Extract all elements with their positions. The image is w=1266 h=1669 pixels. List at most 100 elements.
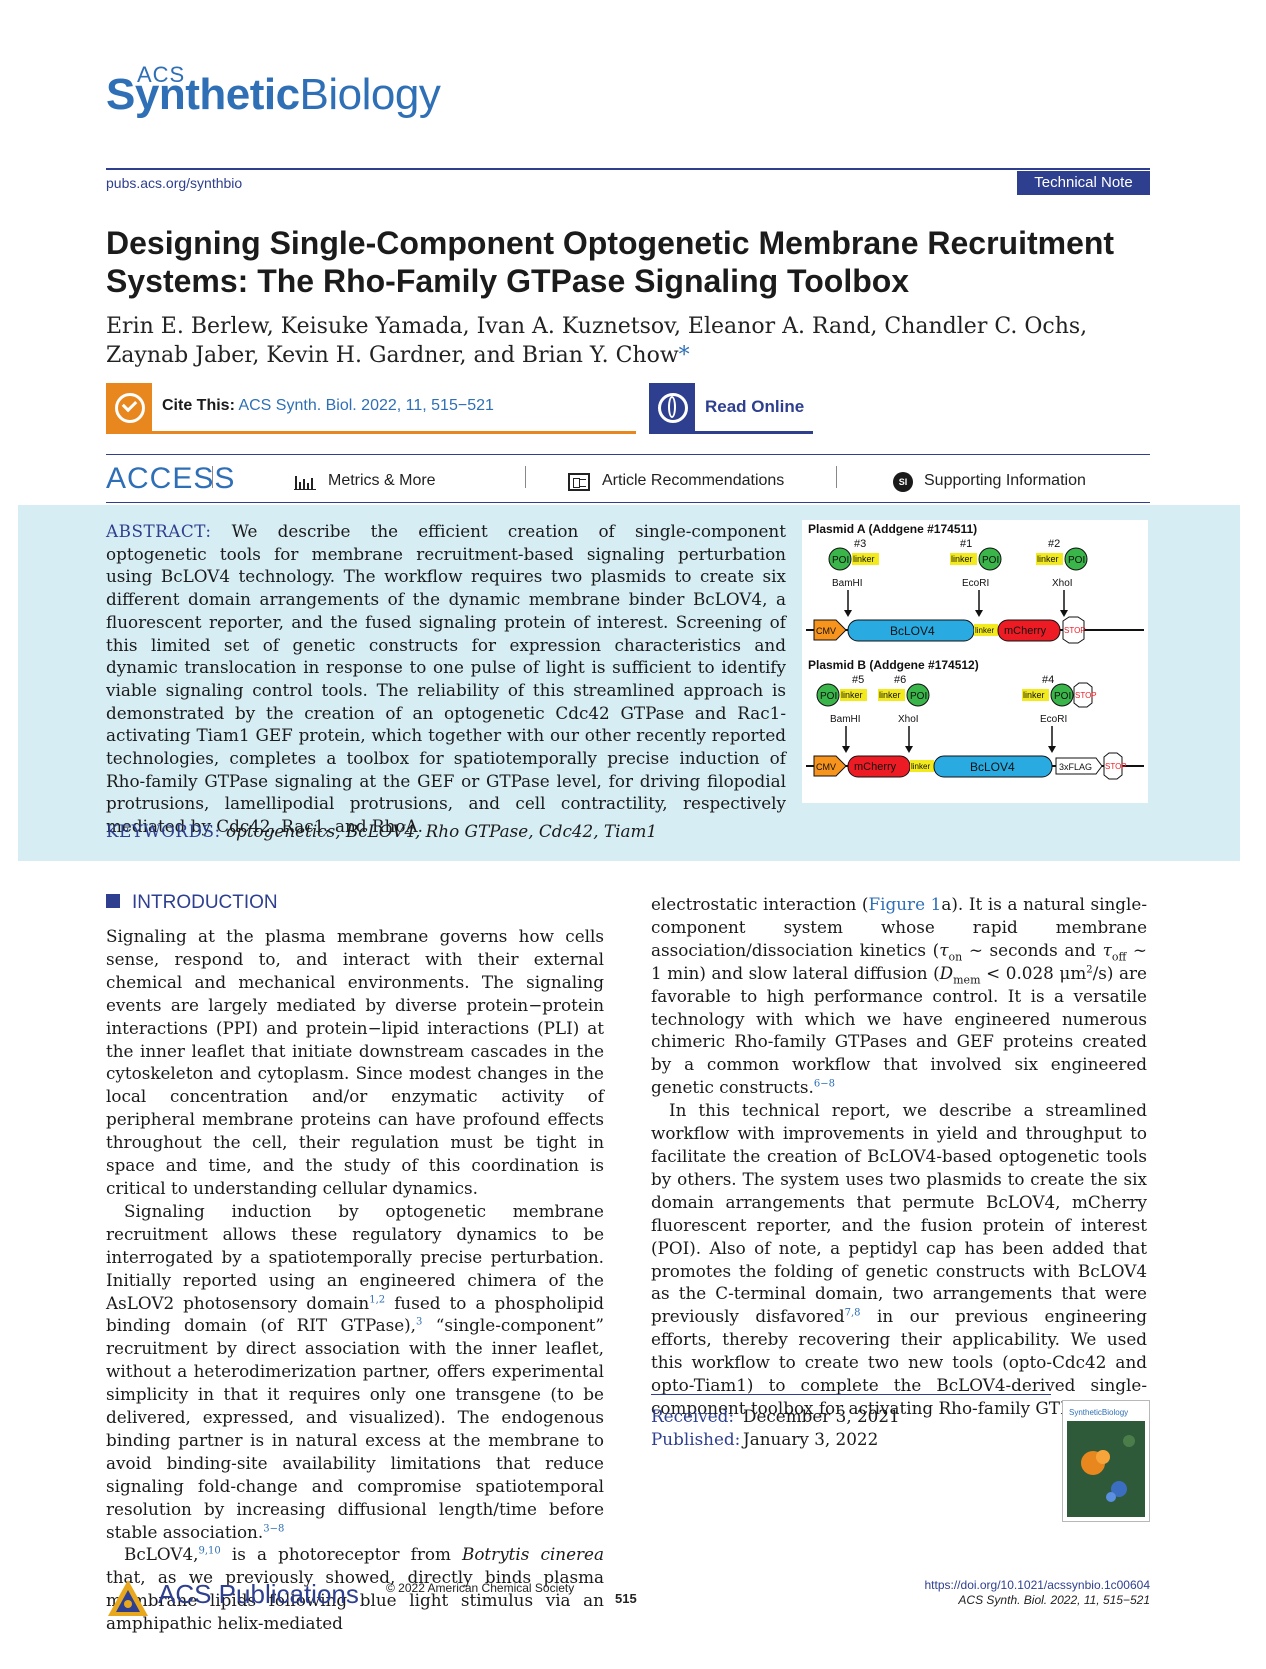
article-recommendations-link[interactable]: Article Recommendations bbox=[602, 472, 785, 489]
linker-tag bbox=[974, 624, 998, 636]
journal-cover-thumbnail[interactable]: SyntheticBiology bbox=[1062, 1400, 1150, 1522]
stop-text: STOP bbox=[1064, 626, 1086, 635]
body-column-left: Signaling at the plasma membrane governs… bbox=[106, 925, 604, 1635]
access-bar-top-rule bbox=[106, 454, 1150, 455]
r2-text-a: In this technical report, we describe a … bbox=[651, 1100, 1147, 1327]
bar-chart-icon bbox=[294, 476, 316, 490]
supporting-information-link[interactable]: Supporting Information bbox=[924, 472, 1086, 489]
introduction-heading: INTRODUCTION bbox=[106, 892, 278, 914]
supporting-info-icon: SI bbox=[893, 472, 913, 492]
check-badge-icon bbox=[106, 383, 152, 431]
citation-ref[interactable]: 7,8 bbox=[844, 1307, 861, 1319]
flag-tag bbox=[1055, 757, 1103, 775]
r1-text-b: a). It is a natural single-component sys… bbox=[651, 894, 1147, 960]
right-paragraph-1: electrostatic interaction (Figure 1a). I… bbox=[651, 893, 1147, 1099]
journal-url-link[interactable]: pubs.acs.org/synthbio bbox=[106, 175, 243, 191]
citation-ref[interactable]: 9,10 bbox=[198, 1545, 221, 1557]
linker-text: linker bbox=[841, 690, 863, 700]
p3-text-a: BcLOV4, bbox=[124, 1544, 199, 1565]
access-bar-bottom-rule bbox=[106, 502, 1150, 503]
section-square-icon bbox=[106, 894, 120, 908]
authors-text[interactable]: Erin E. Berlew, Keisuke Yamada, Ivan A. … bbox=[106, 314, 1088, 368]
cite-this-box[interactable]: Cite This: ACS Synth. Biol. 2022, 11, 51… bbox=[106, 383, 636, 434]
keywords: KEYWORDS: optogenetics, BcLOV4, Rho GTPa… bbox=[106, 821, 806, 841]
corresponding-author-mark[interactable]: * bbox=[678, 343, 690, 368]
abstract-body: We describe the efficient creation of si… bbox=[106, 521, 786, 837]
poi-text: POI bbox=[982, 555, 999, 566]
received-date: December 3, 2021 bbox=[743, 1406, 900, 1426]
citation-ref[interactable]: 1,2 bbox=[369, 1293, 386, 1305]
mcherry-domain bbox=[997, 619, 1061, 642]
stop-codon bbox=[1103, 752, 1123, 780]
r2-text-b: in our previous engineering efforts, the… bbox=[651, 1306, 1148, 1418]
intro-paragraph-1: Signaling at the plasma membrane governs… bbox=[106, 926, 604, 1198]
poi-circle bbox=[978, 547, 1002, 571]
dates-rule bbox=[651, 1394, 1051, 1395]
slot-2-label: #2 bbox=[1048, 538, 1060, 550]
read-online-label: Read Online bbox=[705, 397, 805, 416]
figure-link[interactable]: Figure 1 bbox=[868, 894, 942, 914]
globe-icon bbox=[649, 383, 695, 431]
linker-text: linker bbox=[975, 626, 994, 635]
linker-text: linker bbox=[1023, 690, 1045, 700]
read-online-button[interactable]: Read Online bbox=[649, 383, 813, 434]
slot-3-label: #3 bbox=[854, 538, 866, 550]
poi-circle bbox=[1064, 547, 1088, 571]
slot-1-label: #1 bbox=[960, 538, 972, 550]
bamhi-site-label: BamHI bbox=[832, 578, 863, 589]
cite-reference[interactable]: ACS Synth. Biol. 2022, 11, 515−521 bbox=[238, 397, 494, 414]
r1-text-c: ∼ seconds and bbox=[962, 939, 1103, 960]
tau-symbol: τ bbox=[1102, 939, 1112, 960]
slot-6-label: #6 bbox=[894, 674, 906, 686]
subscript-off: off bbox=[1111, 950, 1127, 964]
journal-logo-acs: ACS bbox=[137, 62, 186, 87]
p2-text-b: fused to a phospholipid binding domain (… bbox=[106, 1292, 605, 1336]
stop-text: STOP bbox=[1105, 762, 1127, 771]
journal-logo-biology: Biology bbox=[299, 70, 441, 119]
abstract-label: ABSTRACT: bbox=[106, 521, 212, 541]
citation-ref[interactable]: 3−8 bbox=[263, 1522, 285, 1534]
linker-tag bbox=[878, 689, 905, 701]
toc-graphic[interactable]: Plasmid A (Addgene #174511) #3 POI linke… bbox=[802, 520, 1148, 803]
p3-text-b: is a photoreceptor from bbox=[220, 1544, 462, 1565]
stop-codon bbox=[1073, 682, 1093, 708]
doi-link[interactable]: https://doi.org/10.1021/acssynbio.1c0060… bbox=[924, 1578, 1151, 1592]
citation-ref[interactable]: 3 bbox=[416, 1316, 423, 1328]
poi-text: POI bbox=[1054, 691, 1071, 702]
header-rule bbox=[106, 168, 1150, 170]
access-divider bbox=[525, 466, 526, 488]
keywords-list: optogenetics, BcLOV4, Rho GTPase, Cdc42,… bbox=[225, 821, 658, 841]
body-column-right: electrostatic interaction (Figure 1a). I… bbox=[651, 893, 1147, 1420]
journal-logo[interactable]: SyntheticBiology bbox=[106, 70, 441, 120]
ecori-site-label: EcoRI bbox=[962, 578, 989, 589]
received-label: Received: bbox=[651, 1406, 735, 1426]
article-type-badge: Technical Note bbox=[1017, 171, 1150, 195]
slot-4-label: #4 bbox=[1042, 674, 1054, 686]
citation-ref[interactable]: 6−8 bbox=[813, 1078, 835, 1090]
diffusion-symbol: D bbox=[939, 962, 954, 983]
poi-text: POI bbox=[910, 691, 927, 702]
linker-tag bbox=[840, 689, 867, 701]
poi-circle bbox=[906, 683, 930, 707]
article-title: Designing Single-Component Optogenetic M… bbox=[106, 225, 1115, 299]
r1-text-d: ∼ 1 min) and slow lateral diffusion ( bbox=[651, 939, 1147, 983]
introduction-heading-text: INTRODUCTION bbox=[132, 892, 278, 913]
plasmid-a-label: Plasmid A (Addgene #174511) bbox=[808, 522, 977, 536]
p3-text-c: that, as we previously showed, directly … bbox=[106, 1567, 604, 1634]
poi-text: POI bbox=[832, 555, 849, 566]
poi-circle bbox=[816, 683, 840, 707]
linker-tag bbox=[1036, 553, 1063, 565]
poi-text: POI bbox=[820, 691, 837, 702]
acs-publications-logo[interactable]: ACS Publications bbox=[158, 1579, 359, 1609]
page-number: 515 bbox=[615, 1591, 637, 1606]
intro-paragraph-3: BcLOV4,9,10 is a photoreceptor from Botr… bbox=[106, 1543, 604, 1635]
p2-text-a: Signaling induction by optogenetic membr… bbox=[106, 1200, 604, 1313]
bclov4-domain bbox=[933, 755, 1053, 778]
subscript-mem: mem bbox=[953, 973, 981, 987]
metrics-more-link[interactable]: Metrics & More bbox=[328, 472, 436, 489]
poi-circle bbox=[1050, 683, 1074, 707]
footer-citation: ACS Synth. Biol. 2022, 11, 515−521 bbox=[958, 1593, 1150, 1607]
plasmid-b-label: Plasmid B (Addgene #174512) bbox=[808, 658, 979, 672]
linker-text: linker bbox=[911, 762, 930, 771]
r1-text-a: electrostatic interaction ( bbox=[651, 894, 869, 914]
